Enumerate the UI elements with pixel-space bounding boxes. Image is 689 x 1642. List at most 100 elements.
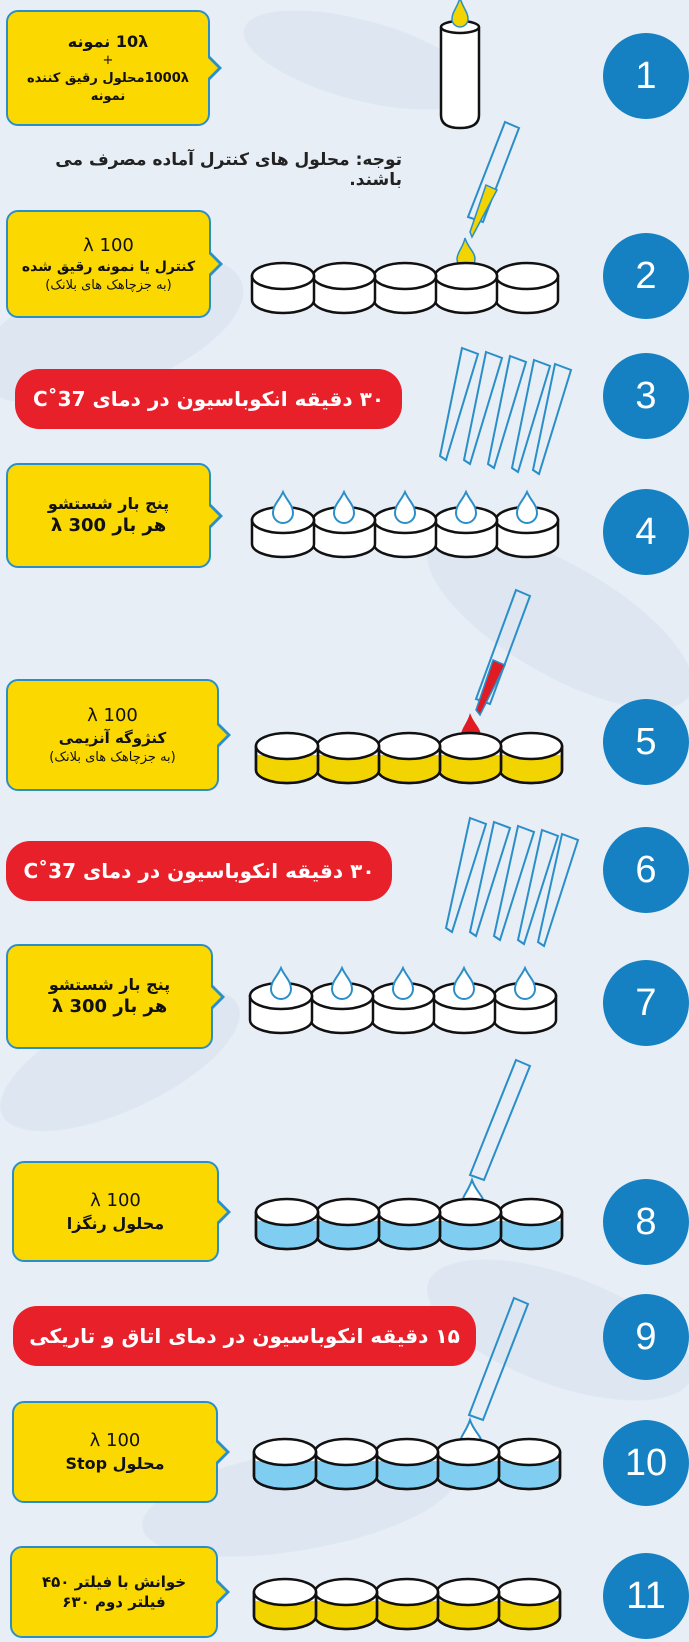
well (248, 965, 314, 1035)
well (254, 731, 320, 785)
step-9-number: 9 (603, 1294, 689, 1380)
callout-line: 100 λ (87, 704, 138, 726)
wash-drop-icon (515, 489, 539, 524)
well (494, 261, 560, 315)
well-strip-step-7 (248, 965, 558, 1035)
step-5-callout: 100 λ کنژوگه آنزیمی (به جزچاهک های بلانک… (6, 679, 231, 791)
sample-tube-icon (439, 0, 481, 130)
callout-line: (به جزچاهک های بلانک) (45, 277, 172, 293)
pipette-yellow-icon (456, 120, 521, 269)
well (433, 489, 499, 559)
well (435, 1577, 501, 1631)
callout-line: فیلتر دوم ۶۳۰ (62, 1593, 166, 1611)
well (311, 489, 377, 559)
step-9-incubation-pill: ۱۵ دقیقه انکوباسیون در دمای اتاق و تاریک… (13, 1306, 476, 1366)
well (437, 1197, 503, 1251)
well (376, 1197, 442, 1251)
callout-pointer (206, 54, 222, 82)
callout-line: 100 λ (83, 234, 134, 256)
well (252, 1437, 318, 1491)
callout-pointer (215, 1197, 231, 1226)
callout-line: 1000λمحلول رقیق کننده نمونه (26, 71, 189, 104)
step-7-number: 7 (603, 960, 689, 1046)
wash-drop-icon (391, 965, 415, 1000)
step-8-callout: 100 λ محلول رنگزا (12, 1161, 231, 1262)
callout-line: خوانش با فیلتر ۴۵۰ (41, 1572, 187, 1591)
well (374, 1577, 440, 1631)
well (315, 1197, 381, 1251)
well-strip-step-2 (250, 261, 560, 315)
callout-pointer (215, 721, 231, 749)
callout-line: محلول Stop (65, 1454, 165, 1474)
pipette-red-icon (461, 588, 532, 746)
callout-line: پنج بار شستشو (47, 493, 170, 513)
well (435, 1437, 501, 1491)
wash-drop-icon (393, 489, 417, 524)
well (498, 1197, 564, 1251)
step-10-number: 10 (603, 1420, 689, 1506)
well (311, 261, 377, 315)
callout-line: (به جزچاهک های بلانک) (49, 749, 176, 765)
multichannel-tips-icon (444, 816, 580, 948)
step-5-number: 5 (603, 699, 689, 785)
well (433, 261, 499, 315)
well-strip-step-8 (254, 1197, 564, 1251)
callout-line: 100 λ (89, 1430, 141, 1452)
well (437, 731, 503, 785)
well (496, 1577, 562, 1631)
wash-drop-icon (452, 965, 476, 1000)
callout-pointer (214, 1578, 230, 1606)
step-6-incubation-pill: ۳۰ دقیقه انکوباسیون در دمای 37˚C (6, 841, 392, 901)
well (313, 1437, 379, 1491)
well-strip-step-4 (250, 489, 560, 559)
callout-line: پنج بار شستشو (48, 974, 171, 994)
wash-drop-icon (332, 489, 356, 524)
callout-line: + (102, 53, 114, 69)
well (372, 489, 438, 559)
callout-line: کنژوگه آنزیمی (58, 729, 167, 748)
well (370, 965, 436, 1035)
wash-drop-icon (513, 965, 537, 1000)
well (498, 731, 564, 785)
well (372, 261, 438, 315)
callout-line: محلول رنگزا (66, 1213, 165, 1233)
step-1-number: 1 (603, 33, 689, 119)
step-8-number: 8 (603, 1179, 689, 1265)
wash-drop-icon (330, 965, 354, 1000)
step-7-callout: پنج بار شستشو هر بار λ 300 (6, 944, 225, 1049)
wash-drop-icon (269, 965, 293, 1000)
step-3-incubation-pill: ۳۰ دقیقه انکوباسیون در دمای 37˚C (15, 369, 402, 429)
well-strip-step-11 (252, 1577, 562, 1631)
wash-drop-icon (454, 489, 478, 524)
step-2-callout: 100 λ کنترل یا نمونه رقیق شده (به جزچاهک… (6, 210, 223, 318)
callout-pointer (214, 1438, 230, 1466)
step-2-number: 2 (603, 233, 689, 319)
well (431, 965, 497, 1035)
wash-drop-icon (271, 489, 295, 524)
callout-pointer (207, 250, 223, 278)
well-strip-step-10 (252, 1437, 562, 1491)
step-1-callout: 10λ نمونه + 1000λمحلول رقیق کننده نمونه (6, 10, 222, 126)
step-4-number: 4 (603, 489, 689, 575)
callout-line: 100 λ (90, 1189, 141, 1211)
well (254, 1197, 320, 1251)
well (496, 1437, 562, 1491)
well (494, 489, 560, 559)
callout-line: هر بار λ 300 (50, 515, 167, 537)
step-11-callout: خوانش با فیلتر ۴۵۰ فیلتر دوم ۶۳۰ (10, 1546, 230, 1638)
well (313, 1577, 379, 1631)
callout-pointer (207, 501, 223, 530)
well-strip-step-5 (254, 731, 564, 785)
callout-line: 10λ نمونه (67, 31, 149, 51)
well (252, 1577, 318, 1631)
step-6-number: 6 (603, 827, 689, 913)
well (315, 731, 381, 785)
callout-pointer (209, 982, 225, 1011)
well (376, 731, 442, 785)
well (374, 1437, 440, 1491)
well (492, 965, 558, 1035)
step-4-callout: پنج بار شستشو هر بار λ 300 (6, 463, 223, 568)
well (309, 965, 375, 1035)
well (250, 489, 316, 559)
